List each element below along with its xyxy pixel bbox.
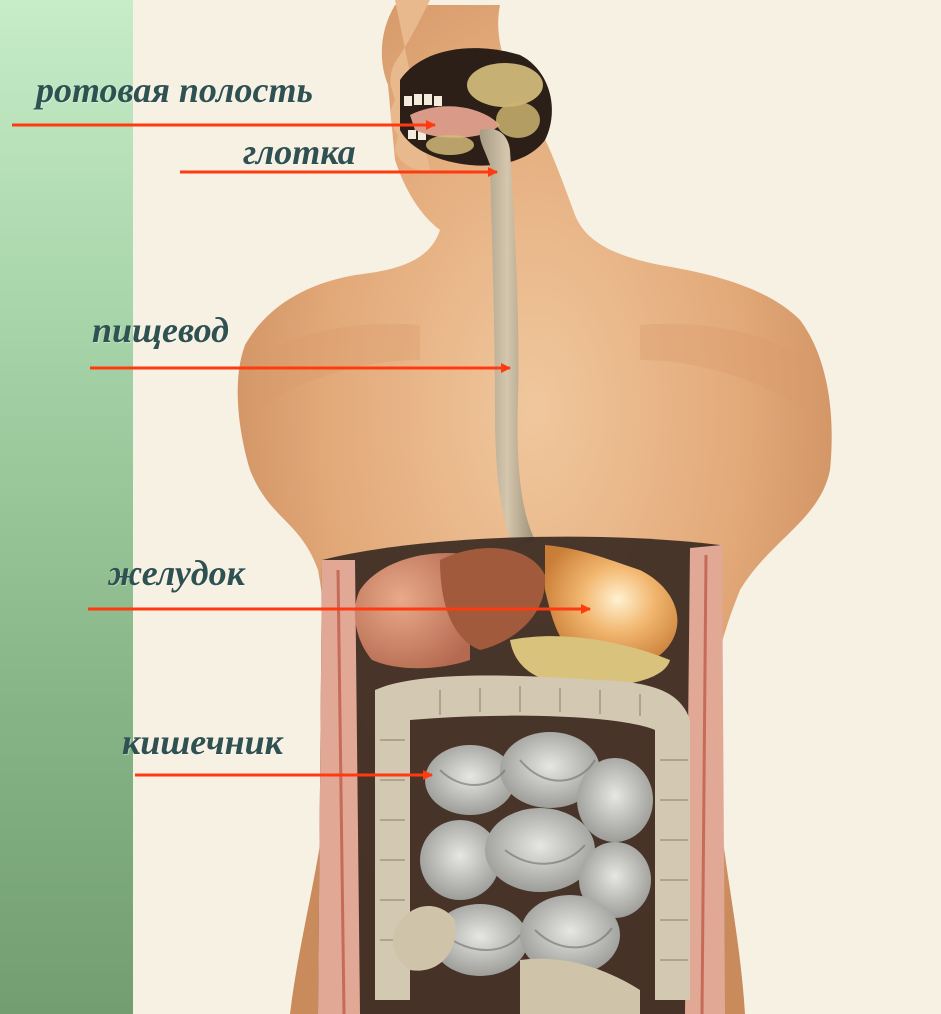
label-esophagus: пищевод bbox=[92, 310, 229, 350]
label-stomach: желудок bbox=[108, 553, 245, 593]
label-intestine: кишечник bbox=[122, 722, 283, 762]
small-intestine bbox=[420, 732, 653, 976]
label-pharynx: глотка bbox=[243, 132, 356, 172]
label-mouth: ротовая полость bbox=[36, 70, 313, 110]
